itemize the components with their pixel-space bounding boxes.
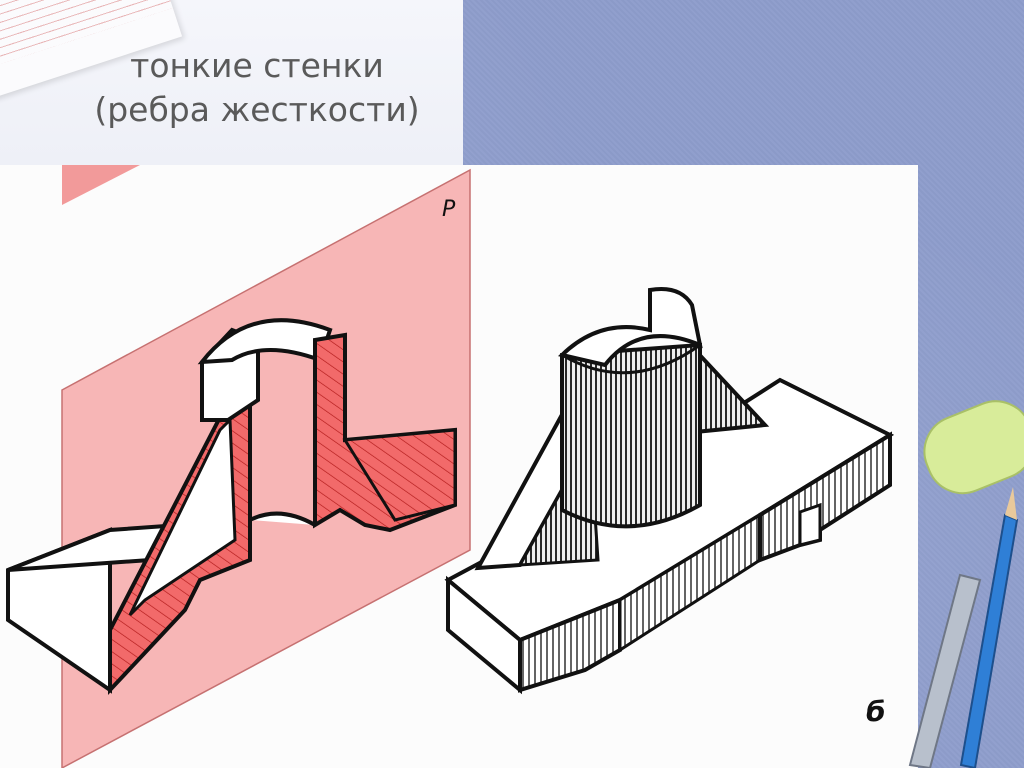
left-section-cut	[108, 318, 457, 696]
pen-icon	[908, 573, 982, 768]
slide-title: тонкие стенки (ребра жесткости)	[62, 44, 452, 132]
plane-label: P	[442, 197, 456, 222]
cutting-plane-tab	[62, 165, 140, 205]
pencil-icon	[959, 487, 1019, 768]
title-line-1: тонкие стенки	[130, 46, 384, 85]
figure-variant-label: б	[866, 695, 886, 728]
title-area: тонкие стенки (ребра жесткости)	[0, 0, 463, 165]
right-isometric-part	[444, 287, 895, 695]
eraser-icon	[923, 400, 1024, 495]
desk-decoration	[908, 400, 1024, 768]
technical-drawing	[6, 165, 895, 768]
title-line-2: (ребра жесткости)	[94, 90, 420, 129]
textbook-figure: P б	[0, 165, 918, 768]
